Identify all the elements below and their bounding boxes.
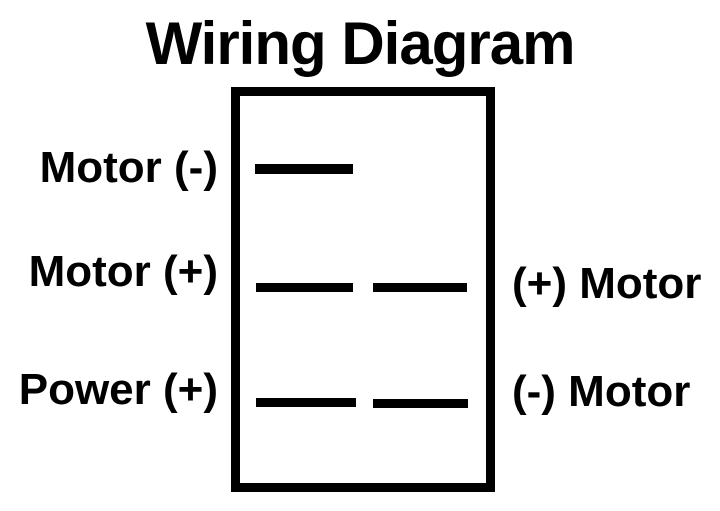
label-right-motor-negative: (-) Motor <box>512 367 691 416</box>
terminal-bar-motor-pos-right <box>373 283 467 292</box>
terminal-bar-motor-neg <box>255 164 353 174</box>
diagram-title: Wiring Diagram <box>145 10 576 77</box>
label-motor-positive: Motor (+) <box>28 247 218 296</box>
terminal-bar-motor-pos-left <box>256 283 353 292</box>
label-motor-negative: Motor (-) <box>39 143 218 192</box>
terminal-bar-power-pos-left <box>256 398 356 407</box>
label-power-positive: Power (+) <box>18 365 218 414</box>
terminal-bar-power-pos-right <box>373 399 468 408</box>
label-right-motor-positive: (+) Motor <box>512 259 702 308</box>
